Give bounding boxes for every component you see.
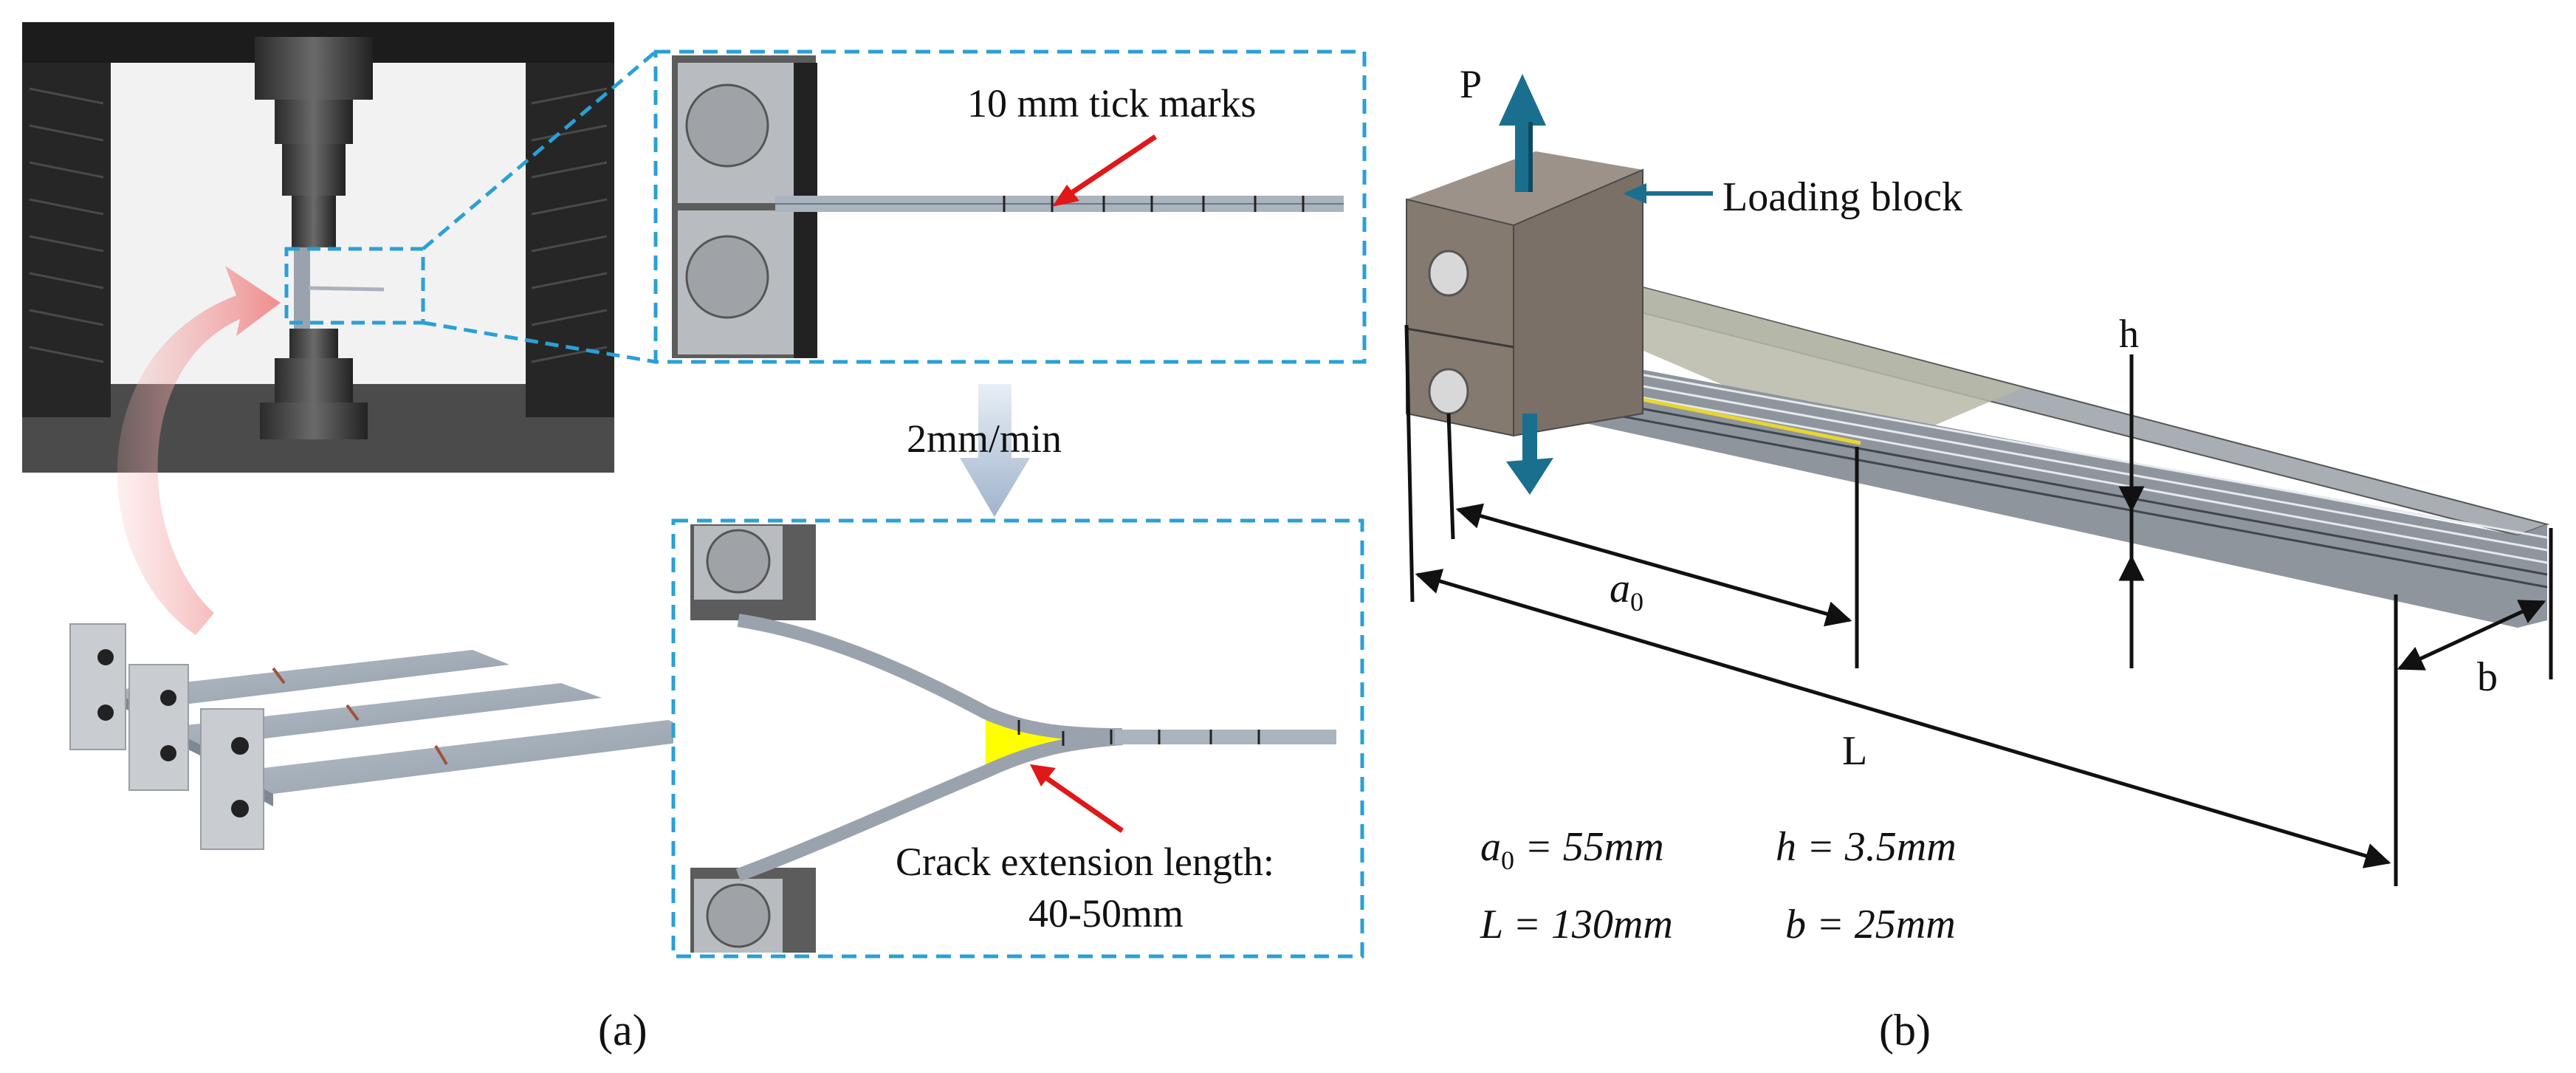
test-machine-photo (22, 22, 614, 473)
rate-arrow: 2mm/min (907, 384, 1062, 517)
h-dim-label: h (2119, 312, 2139, 356)
crack-label-line1: Crack extension length: (896, 840, 1274, 884)
loading-block-label: Loading block (1723, 174, 1962, 220)
crack-arrow (1036, 769, 1124, 833)
tick-arrow (1058, 134, 1157, 203)
dcb-specimen-diagram (1406, 74, 2550, 628)
zoom-before-test: 10 mm tick marks (653, 49, 1367, 364)
flow-arrow (117, 266, 281, 635)
caption-a: (a) (598, 1006, 648, 1055)
tick-arrowhead (1052, 185, 1079, 207)
eq-a0: a0 = 55mm (1480, 824, 1664, 875)
L-dim-label: L (1842, 728, 1867, 774)
rate-label: 2mm/min (907, 416, 1062, 461)
tick-marks-label: 10 mm tick marks (967, 81, 1256, 126)
dimension-lines (1404, 324, 2553, 886)
caption-b: (b) (1879, 1006, 1931, 1055)
eq-b: b = 25mm (1785, 902, 1956, 947)
crack-label-line2: 40-50mm (1028, 891, 1184, 936)
specimens-photo (69, 623, 712, 850)
eq-h: h = 3.5mm (1776, 824, 1957, 870)
eq-L: L = 130mm (1480, 902, 1673, 947)
zoom-after-test: Crack extension length: 40-50mm (671, 518, 1364, 959)
crack-arrowhead (1030, 764, 1056, 786)
load-label-p: P (1460, 62, 1482, 106)
b-dim-label: b (2477, 654, 2498, 700)
a0-dim-label: a0 (1610, 566, 1644, 617)
zoom-connector-lines (422, 50, 657, 364)
